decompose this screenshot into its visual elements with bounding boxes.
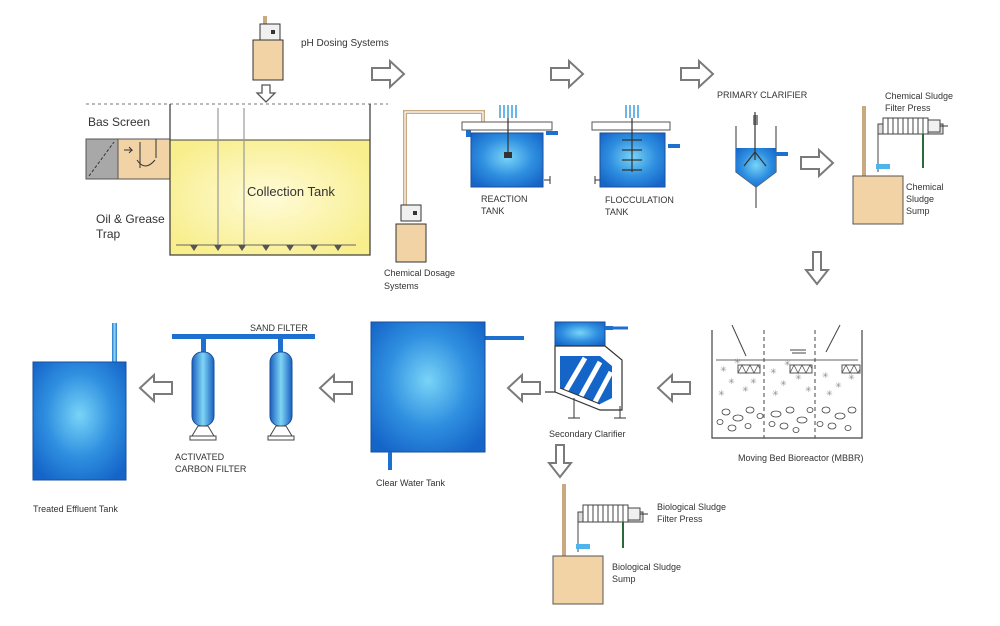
clear-water-tank (370, 321, 524, 470)
bio-press-label-1: Biological Sludge (657, 502, 726, 512)
primary-clarifier (735, 112, 788, 208)
flow-arrow (656, 372, 691, 404)
clear-water-label: Clear Water Tank (376, 478, 446, 488)
svg-text:✳: ✳ (835, 381, 842, 390)
mbbr-reactor: ✳✳ ✳✳ ✳✳ ✳✳ ✳✳ ✳✳ ✳✳ ✳✳ (711, 324, 863, 439)
reaction-tank-label-2: TANK (481, 206, 504, 216)
svg-text:✳: ✳ (734, 357, 741, 366)
chem-press-label-1: Chemical Sludge (885, 91, 953, 101)
svg-text:✳: ✳ (770, 367, 777, 376)
chemical-dosage-label-1: Chemical Dosage (384, 268, 455, 278)
treated-effluent-tank (32, 323, 127, 481)
flow-arrow (546, 444, 574, 479)
svg-text:✳: ✳ (795, 373, 802, 382)
chemical-dosage-system (395, 110, 485, 263)
bar-screen-oil-grease-trap (85, 138, 171, 180)
flow-arrow (371, 58, 406, 90)
chem-press-label-2: Filter Press (885, 103, 931, 113)
svg-text:✳: ✳ (784, 359, 791, 368)
collection-tank-label: Collection Tank (247, 184, 335, 199)
flow-arrow (800, 147, 835, 179)
secondary-clarifier (545, 321, 628, 419)
flow-arrow (680, 58, 715, 90)
mbbr-label: Moving Bed Bioreactor (MBBR) (738, 453, 864, 463)
carbon-filter-label-1: ACTIVATED (175, 452, 225, 462)
flocculation-tank (591, 105, 680, 188)
chem-sump-label-1: Chemical (906, 182, 944, 192)
secondary-clarifier-label: Secondary Clarifier (549, 429, 626, 439)
svg-text:✳: ✳ (728, 377, 735, 386)
primary-clarifier-label: PRIMARY CLARIFIER (717, 90, 808, 100)
svg-text:✳: ✳ (848, 373, 855, 382)
ph-dosing-label: pH Dosing Systems (301, 38, 389, 49)
flow-arrow (803, 251, 831, 286)
svg-text:✳: ✳ (826, 389, 833, 398)
bio-sump-label-1: Biological Sludge (612, 562, 681, 572)
reaction-tank-label-1: REACTION (481, 194, 528, 204)
bio-press-label-2: Filter Press (657, 514, 703, 524)
flow-arrow (138, 372, 173, 404)
sand-filter-label: SAND FILTER (250, 323, 308, 333)
chem-sump-label-2: Sludge (906, 194, 934, 204)
carbon-filter-label-2: CARBON FILTER (175, 464, 247, 474)
oil-grease-label-1: Oil & Grease (96, 212, 165, 226)
flow-arrow (318, 372, 353, 404)
chemical-sludge-sump (852, 175, 904, 225)
svg-text:✳: ✳ (718, 389, 725, 398)
treated-effluent-label: Treated Effluent Tank (33, 504, 118, 514)
svg-text:✳: ✳ (822, 371, 829, 380)
chemical-sludge-filter-press (862, 106, 948, 176)
chemical-dosage-label-2: Systems (384, 281, 419, 291)
sand-and-carbon-filters (172, 334, 315, 441)
flocculation-tank-label-2: TANK (605, 207, 628, 217)
svg-text:✳: ✳ (720, 365, 727, 374)
oil-grease-label-2: Trap (96, 227, 121, 241)
flow-arrow (506, 372, 541, 404)
reaction-tank (461, 105, 558, 188)
flocculation-tank-label-1: FLOCCULATION (605, 195, 674, 205)
svg-text:✳: ✳ (805, 385, 812, 394)
svg-text:✳: ✳ (772, 389, 779, 398)
collection-tank (169, 104, 371, 256)
chem-sump-label-3: Sump (906, 206, 930, 216)
flow-arrow (550, 58, 585, 90)
bio-sump-label-2: Sump (612, 574, 636, 584)
svg-text:✳: ✳ (750, 377, 757, 386)
biological-sludge-sump (552, 555, 604, 605)
bas-screen-label: Bas Screen (88, 115, 150, 129)
svg-text:✳: ✳ (742, 385, 749, 394)
ph-dosing-system (252, 16, 284, 103)
svg-text:✳: ✳ (780, 379, 787, 388)
biological-sludge-filter-press (562, 484, 648, 556)
